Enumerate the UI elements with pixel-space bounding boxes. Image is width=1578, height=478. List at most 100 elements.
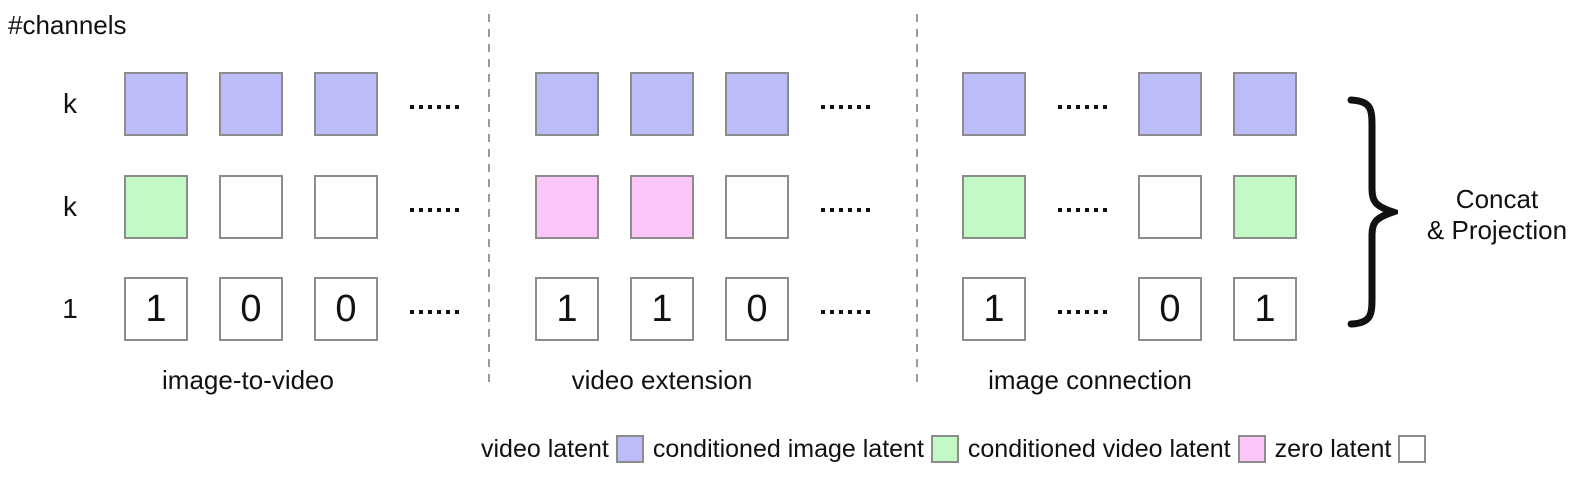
dot bbox=[865, 105, 870, 109]
dot bbox=[409, 105, 414, 109]
dot bbox=[1057, 105, 1062, 109]
dot bbox=[838, 208, 843, 212]
video-latent-box bbox=[1233, 72, 1297, 136]
mask-value-box: 0 bbox=[219, 277, 283, 341]
channels-label: #channels bbox=[8, 10, 127, 40]
dot bbox=[1057, 208, 1062, 212]
zero-latent-box bbox=[219, 175, 283, 239]
ellipsis-dots bbox=[1057, 105, 1107, 109]
legend-label: conditioned video latent bbox=[967, 434, 1231, 463]
dot bbox=[454, 310, 459, 314]
dot bbox=[409, 310, 414, 314]
dot bbox=[436, 310, 441, 314]
ellipsis-dots bbox=[409, 310, 459, 314]
mask-value-box: 1 bbox=[124, 277, 188, 341]
dot bbox=[1075, 208, 1080, 212]
legend-label: zero latent bbox=[1274, 434, 1392, 463]
dot bbox=[1102, 105, 1107, 109]
dot bbox=[427, 105, 432, 109]
legend-label: conditioned image latent bbox=[652, 434, 924, 463]
dot bbox=[427, 310, 432, 314]
dot bbox=[838, 105, 843, 109]
dot bbox=[436, 208, 441, 212]
dot bbox=[847, 208, 852, 212]
legend-label: video latent bbox=[481, 434, 609, 463]
ellipsis-dots bbox=[1057, 310, 1107, 314]
panel-label: video extension bbox=[571, 365, 753, 395]
dot bbox=[829, 208, 834, 212]
row-label-k-cond: k bbox=[63, 191, 77, 222]
dot bbox=[1093, 208, 1098, 212]
video-latent-box bbox=[1138, 72, 1202, 136]
dot bbox=[1084, 105, 1089, 109]
mask-value-box: 1 bbox=[535, 277, 599, 341]
mask-value-box: 0 bbox=[725, 277, 789, 341]
ellipsis-dots bbox=[1057, 208, 1107, 212]
legend-swatch-zero bbox=[1398, 435, 1427, 463]
dot bbox=[820, 105, 825, 109]
dot bbox=[829, 310, 834, 314]
dot bbox=[418, 310, 423, 314]
dot bbox=[436, 105, 441, 109]
video-latent-box bbox=[962, 72, 1026, 136]
ellipsis-dots bbox=[820, 310, 870, 314]
dot bbox=[1093, 105, 1098, 109]
ellipsis-dots bbox=[820, 208, 870, 212]
legend-item: zero latent bbox=[1275, 435, 1427, 464]
mask-value-box: 0 bbox=[314, 277, 378, 341]
panel-divider bbox=[488, 14, 490, 388]
row-label-mask: 1 bbox=[62, 293, 78, 324]
latent-row bbox=[962, 175, 1297, 239]
conditioned-image-latent-box bbox=[1233, 175, 1297, 239]
dot bbox=[856, 105, 861, 109]
legend-item: conditioned image latent bbox=[653, 435, 959, 464]
dot bbox=[1066, 310, 1071, 314]
dot bbox=[856, 310, 861, 314]
dot bbox=[454, 105, 459, 109]
zero-latent-box bbox=[314, 175, 378, 239]
dot bbox=[445, 208, 450, 212]
latent-row bbox=[535, 72, 870, 136]
ellipsis-dots bbox=[409, 208, 459, 212]
conditioned-image-latent-box bbox=[124, 175, 188, 239]
zero-latent-box bbox=[725, 175, 789, 239]
dot bbox=[418, 105, 423, 109]
latent-row bbox=[962, 72, 1297, 136]
dot bbox=[838, 310, 843, 314]
dot bbox=[847, 310, 852, 314]
dot bbox=[1084, 310, 1089, 314]
dot bbox=[865, 208, 870, 212]
ellipsis-dots bbox=[409, 105, 459, 109]
dot bbox=[454, 208, 459, 212]
conditioned-video-latent-box bbox=[630, 175, 694, 239]
dot bbox=[1075, 310, 1080, 314]
dot bbox=[856, 208, 861, 212]
dot bbox=[1066, 208, 1071, 212]
zero-latent-box bbox=[1138, 175, 1202, 239]
mask-value-box: 1 bbox=[630, 277, 694, 341]
dot bbox=[1084, 208, 1089, 212]
concat-projection-label: Concat & Projection bbox=[1427, 184, 1567, 246]
dot bbox=[820, 208, 825, 212]
video-latent-box bbox=[124, 72, 188, 136]
panel-label: image connection bbox=[988, 365, 1192, 395]
dot bbox=[829, 105, 834, 109]
conditioned-image-latent-box bbox=[962, 175, 1026, 239]
panel-divider bbox=[916, 14, 918, 388]
latent-row bbox=[124, 72, 459, 136]
video-latent-box bbox=[314, 72, 378, 136]
dot bbox=[1066, 105, 1071, 109]
dot bbox=[820, 310, 825, 314]
video-latent-box bbox=[219, 72, 283, 136]
panel-label: image-to-video bbox=[162, 365, 334, 395]
dot bbox=[409, 208, 414, 212]
legend: video latent conditioned image latent cond… bbox=[481, 434, 1427, 464]
concat-line: Concat bbox=[1455, 184, 1539, 214]
legend-swatch-video-cond bbox=[1237, 435, 1266, 463]
ellipsis-dots bbox=[820, 105, 870, 109]
dot bbox=[418, 208, 423, 212]
legend-item: video latent bbox=[481, 435, 644, 464]
dot bbox=[1093, 310, 1098, 314]
